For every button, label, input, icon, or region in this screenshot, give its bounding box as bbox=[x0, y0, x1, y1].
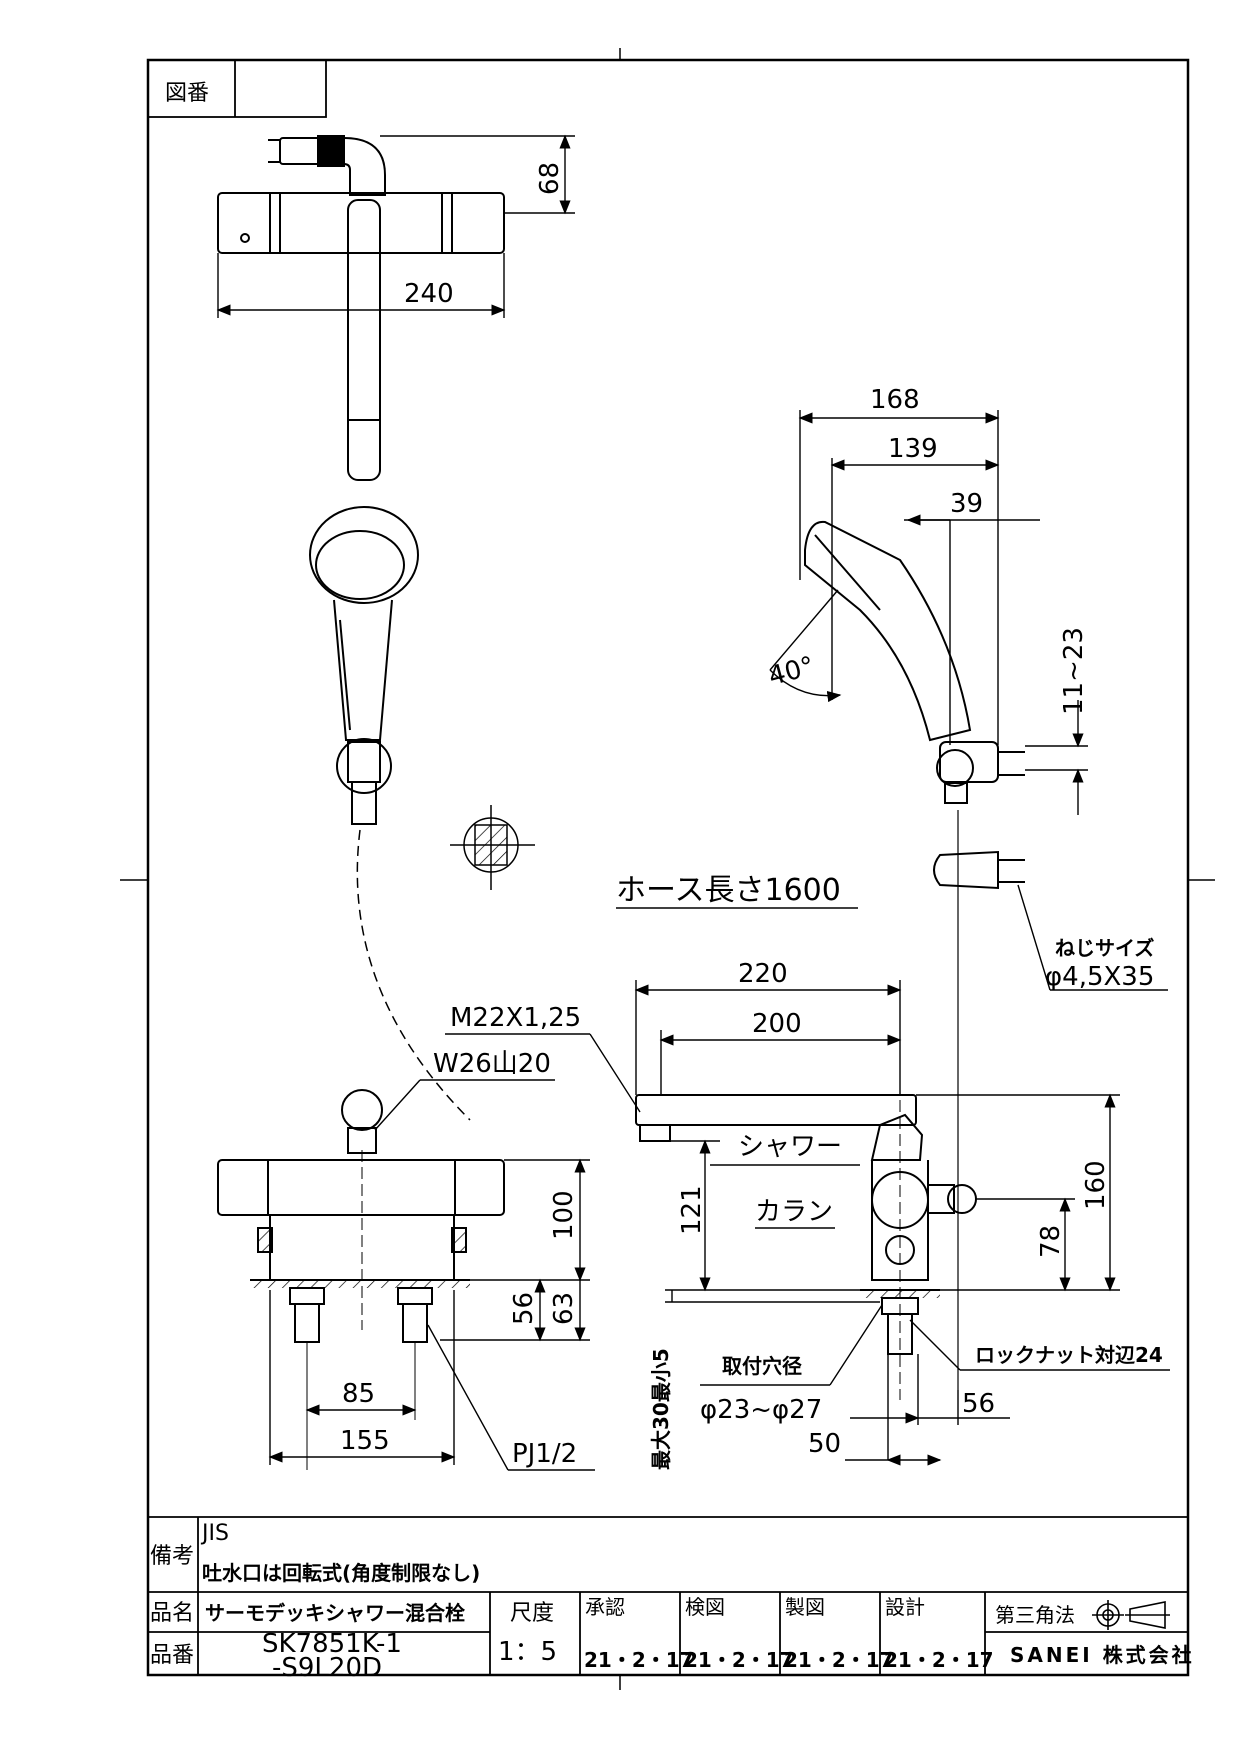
dim-56v-text: 56 bbox=[509, 1292, 539, 1325]
m22-leader bbox=[445, 1033, 641, 1113]
dim-200-text: 200 bbox=[752, 1009, 802, 1039]
date-check: 21・2・17 bbox=[684, 1648, 794, 1672]
design-label: 設計 bbox=[885, 1595, 925, 1619]
dim-78-text: 78 bbox=[1036, 1225, 1066, 1258]
dim-side-vertical bbox=[665, 1093, 1120, 1292]
pj-leader bbox=[427, 1324, 595, 1471]
dim-side-top bbox=[634, 980, 902, 1095]
dim-168 bbox=[798, 410, 1040, 745]
dim-85-text: 85 bbox=[342, 1379, 375, 1409]
dim-front-horizontal bbox=[268, 1290, 456, 1465]
dim-121-text: 121 bbox=[677, 1185, 707, 1235]
angle-40 bbox=[769, 589, 842, 703]
dim-11-23 bbox=[1025, 700, 1088, 815]
dim-160-text: 160 bbox=[1081, 1160, 1111, 1210]
sheet-frame bbox=[120, 48, 1215, 1690]
hole-size: φ23~φ27 bbox=[700, 1395, 822, 1425]
projection-symbol-icon bbox=[1092, 1600, 1170, 1630]
dim-front-vertical bbox=[440, 1158, 590, 1342]
dim-220-text: 220 bbox=[738, 959, 788, 989]
biko-label: 備考 bbox=[150, 1544, 194, 1569]
dim-100-text: 100 bbox=[549, 1190, 579, 1240]
note-line2: 吐水口は回転式(角度制限なし) bbox=[202, 1561, 480, 1585]
scale-label: 尺度 bbox=[510, 1601, 554, 1626]
screw-leader bbox=[1017, 884, 1168, 991]
dim-56h-text: 56 bbox=[962, 1389, 995, 1419]
max-min-text: 最大30最小5 bbox=[649, 1348, 673, 1470]
projection-label: 第三角法 bbox=[995, 1603, 1075, 1627]
date-design: 21・2・17 bbox=[884, 1648, 994, 1672]
dim-11-23-text: 11~23 bbox=[1059, 627, 1089, 715]
date-approval: 21・2・17 bbox=[584, 1648, 694, 1672]
notes-box bbox=[148, 1516, 1188, 1675]
angle-40-text: 40° bbox=[765, 651, 817, 692]
hinmei: サーモデッキシャワー混合栓 bbox=[205, 1601, 465, 1625]
hole-leader bbox=[700, 1304, 883, 1386]
shower-label: シャワー bbox=[738, 1132, 842, 1162]
note-line1: JIS bbox=[200, 1521, 229, 1546]
top-view bbox=[217, 135, 505, 481]
hinban-1: SK7851K-1 bbox=[262, 1629, 402, 1659]
date-draft: 21・2・17 bbox=[784, 1648, 894, 1672]
dim-63-text: 63 bbox=[549, 1292, 579, 1325]
m22-text: M22X1,25 bbox=[450, 1003, 581, 1033]
shower-side-view bbox=[804, 520, 1025, 1390]
locknut-text: ロックナット対辺24 bbox=[975, 1343, 1163, 1367]
dim-maxmin bbox=[665, 1290, 880, 1303]
front-view bbox=[217, 1089, 505, 1470]
hole-title: 取付穴径 bbox=[722, 1354, 802, 1378]
dim-68-text: 68 bbox=[535, 162, 565, 195]
screw-title: ねじサイズ bbox=[1055, 936, 1154, 960]
approval-label: 承認 bbox=[585, 1595, 625, 1619]
shower-head-front bbox=[309, 506, 419, 825]
w26-text: W26山20 bbox=[433, 1049, 551, 1079]
dim-240-text: 240 bbox=[404, 279, 454, 309]
dim-155-text: 155 bbox=[340, 1426, 390, 1456]
center-mark bbox=[450, 805, 535, 890]
check-label: 検図 bbox=[685, 1595, 725, 1619]
zuban-label: 図番 bbox=[165, 81, 209, 106]
title-block bbox=[148, 1592, 1188, 1675]
dim-68 bbox=[380, 134, 575, 215]
scale: 1：5 bbox=[498, 1637, 557, 1667]
dim-50-text: 50 bbox=[808, 1429, 841, 1459]
hose-dashed bbox=[356, 829, 471, 1121]
w26-leader bbox=[374, 1079, 555, 1131]
dim-168-text: 168 bbox=[870, 385, 920, 415]
pj-text: PJ1/2 bbox=[512, 1439, 577, 1469]
dim-side-bottom bbox=[845, 1354, 1010, 1466]
draft-label: 製図 bbox=[785, 1595, 825, 1619]
dim-240 bbox=[216, 253, 506, 318]
hose-length: ホース長さ1600 bbox=[616, 873, 841, 908]
hinban-2: -S9L20D bbox=[272, 1653, 382, 1683]
side-view bbox=[635, 1094, 977, 1400]
hinmei-label: 品名 bbox=[150, 1601, 194, 1626]
locknut-leader bbox=[909, 1319, 1170, 1371]
dim-39-text: 39 bbox=[950, 489, 983, 519]
dim-139-text: 139 bbox=[888, 434, 938, 464]
hinban-label: 品番 bbox=[150, 1643, 194, 1668]
karan-label: カラン bbox=[755, 1197, 833, 1227]
screw-size: φ4,5X35 bbox=[1045, 962, 1154, 992]
company: SANEI 株式会社 bbox=[1010, 1643, 1195, 1667]
